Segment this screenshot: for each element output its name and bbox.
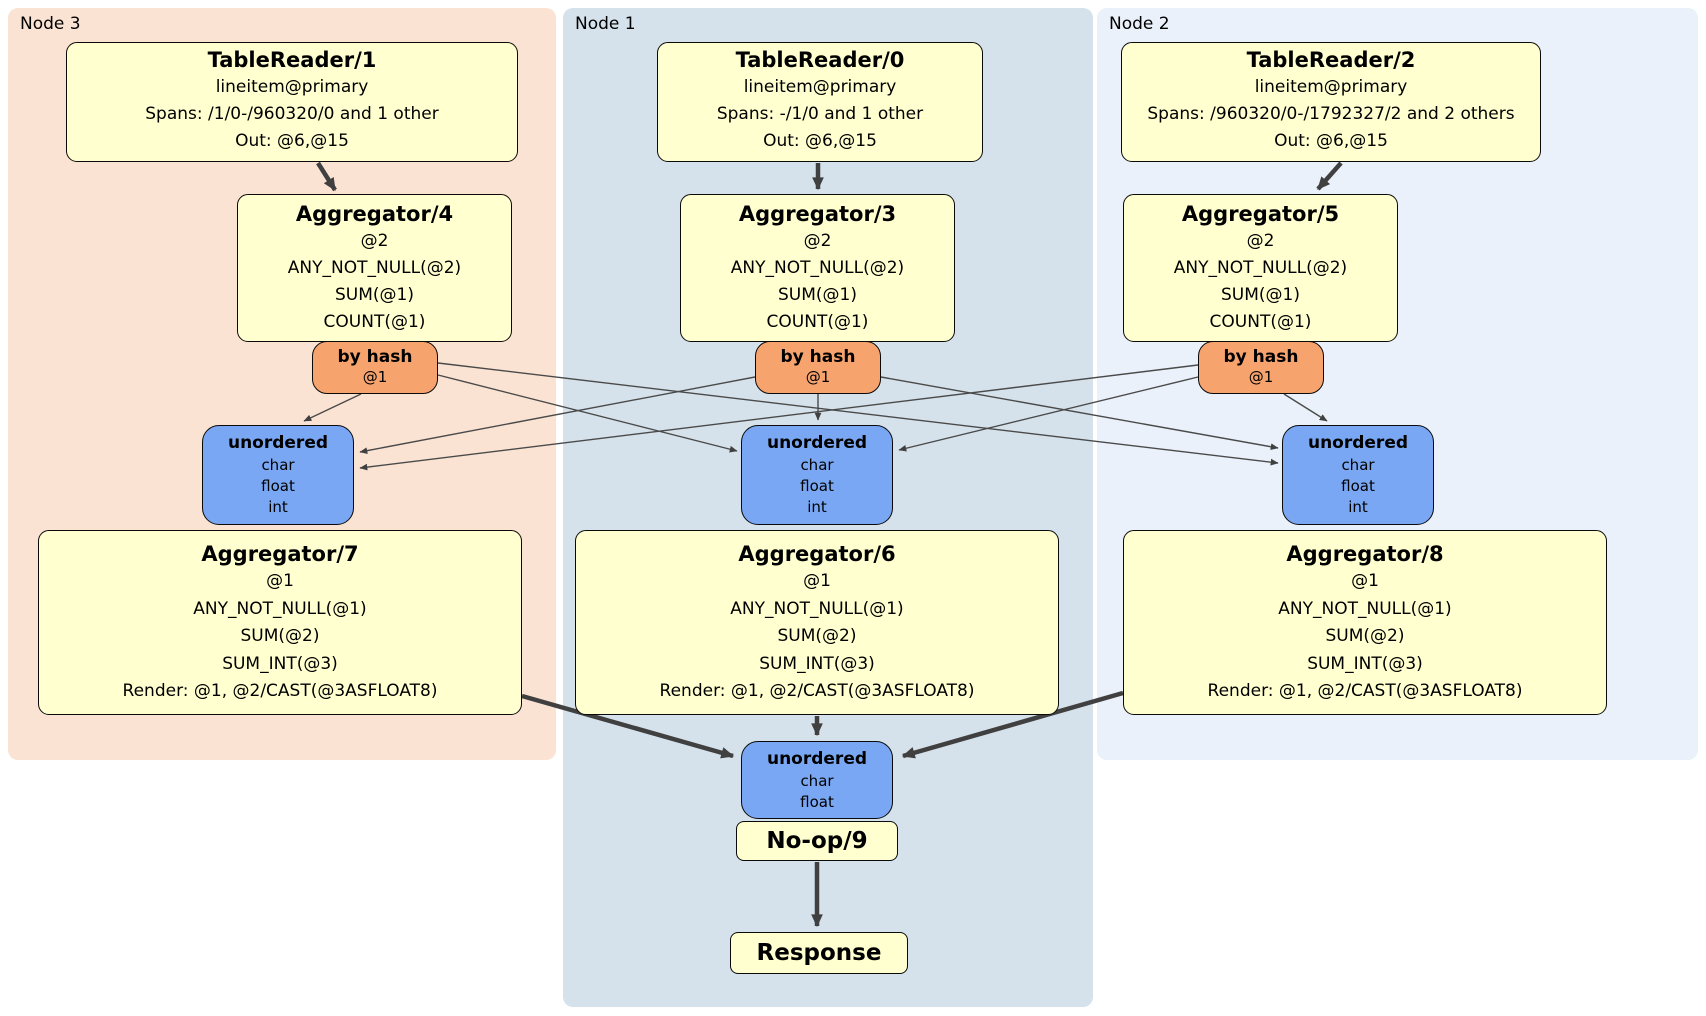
box-line: char	[261, 456, 295, 474]
box-line: float	[800, 793, 834, 811]
box-line: Out: @6,@15	[763, 131, 877, 151]
aggregator-box: Aggregator/7 @1 ANY_NOT_NULL(@1) SUM(@2)…	[38, 530, 522, 715]
hash-router-box: by hash @1	[1198, 341, 1324, 394]
node3-label: Node 3	[20, 14, 81, 34]
box-line: Spans: -/1/0 and 1 other	[716, 104, 924, 124]
aggregator-box: Aggregator/4 @2 ANY_NOT_NULL(@2) SUM(@1)…	[237, 194, 512, 342]
box-title: unordered	[766, 433, 868, 453]
box-line: ANY_NOT_NULL(@1)	[193, 598, 367, 619]
box-line: @2	[360, 231, 389, 251]
box-line: Render: @1, @2/CAST(@3ASFLOAT8)	[659, 681, 975, 701]
box-line: SUM_INT(@3)	[1307, 653, 1423, 674]
response-box: Response	[730, 932, 908, 974]
box-title: Aggregator/5	[1181, 202, 1340, 226]
box-title: by hash	[780, 347, 856, 367]
box-title: Aggregator/7	[201, 542, 359, 566]
box-line: char	[1341, 456, 1375, 474]
box-title: TableReader/0	[735, 48, 905, 72]
box-line: lineitem@primary	[1254, 77, 1408, 97]
box-title: unordered	[766, 749, 868, 769]
final-unordered-sync-box: unordered char float	[741, 741, 893, 819]
table-reader-box: TableReader/0 lineitem@primary Spans: -/…	[657, 42, 983, 162]
table-reader-box: TableReader/1 lineitem@primary Spans: /1…	[66, 42, 518, 162]
box-line: SUM_INT(@3)	[759, 653, 875, 674]
node1-label: Node 1	[575, 14, 636, 34]
box-line: float	[1341, 477, 1375, 495]
box-line: SUM(@1)	[778, 285, 857, 305]
box-line: lineitem@primary	[743, 77, 897, 97]
table-reader-box: TableReader/2 lineitem@primary Spans: /9…	[1121, 42, 1541, 162]
box-line: @2	[803, 231, 832, 251]
box-line: float	[261, 477, 295, 495]
box-line: ANY_NOT_NULL(@2)	[287, 258, 462, 278]
box-line: @1	[803, 571, 831, 591]
node2-label: Node 2	[1109, 14, 1170, 34]
box-line: int	[1348, 498, 1368, 516]
box-line: @1	[1351, 571, 1379, 591]
box-line: ANY_NOT_NULL(@1)	[1278, 598, 1452, 619]
box-line: Out: @6,@15	[235, 131, 349, 151]
box-title: unordered	[227, 433, 329, 453]
unordered-sync-box: unordered char float int	[202, 425, 354, 525]
box-title: unordered	[1307, 433, 1409, 453]
box-line: Out: @6,@15	[1274, 131, 1388, 151]
aggregator-box: Aggregator/5 @2 ANY_NOT_NULL(@2) SUM(@1)…	[1123, 194, 1398, 342]
box-line: float	[800, 477, 834, 495]
box-line: COUNT(@1)	[766, 312, 869, 332]
aggregator-box: Aggregator/8 @1 ANY_NOT_NULL(@1) SUM(@2)…	[1123, 530, 1607, 715]
box-line: @1	[805, 368, 831, 386]
box-line: @1	[362, 368, 388, 386]
box-line: SUM(@1)	[335, 285, 414, 305]
box-line: SUM(@2)	[777, 626, 857, 646]
box-title: TableReader/2	[1246, 48, 1416, 72]
box-line: int	[268, 498, 288, 516]
box-line: ANY_NOT_NULL(@2)	[1173, 258, 1348, 278]
box-line: SUM(@1)	[1221, 285, 1300, 305]
box-title: Response	[756, 939, 882, 966]
box-line: Spans: /1/0-/960320/0 and 1 other	[145, 104, 439, 124]
box-title: Aggregator/3	[738, 202, 897, 226]
noop-box: No-op/9	[736, 821, 898, 861]
box-line: @1	[266, 571, 294, 591]
box-line: Render: @1, @2/CAST(@3ASFLOAT8)	[1207, 681, 1523, 701]
box-line: COUNT(@1)	[1209, 312, 1312, 332]
box-line: ANY_NOT_NULL(@1)	[730, 598, 904, 619]
box-line: @1	[1248, 368, 1274, 386]
box-line: SUM(@2)	[1325, 626, 1405, 646]
box-title: Aggregator/8	[1286, 542, 1444, 566]
box-line: char	[800, 456, 834, 474]
box-title: No-op/9	[766, 827, 868, 854]
box-line: COUNT(@1)	[323, 312, 426, 332]
box-line: Spans: /960320/0-/1792327/2 and 2 others	[1147, 104, 1515, 124]
box-line: Render: @1, @2/CAST(@3ASFLOAT8)	[122, 681, 438, 701]
aggregator-box: Aggregator/3 @2 ANY_NOT_NULL(@2) SUM(@1)…	[680, 194, 955, 342]
unordered-sync-box: unordered char float int	[741, 425, 893, 525]
box-title: Aggregator/6	[738, 542, 896, 566]
box-title: by hash	[1223, 347, 1299, 367]
unordered-sync-box: unordered char float int	[1282, 425, 1434, 525]
hash-router-box: by hash @1	[312, 341, 438, 394]
box-line: ANY_NOT_NULL(@2)	[730, 258, 905, 278]
box-title: Aggregator/4	[295, 202, 454, 226]
hash-router-box: by hash @1	[755, 341, 881, 394]
box-title: by hash	[337, 347, 413, 367]
box-line: SUM_INT(@3)	[222, 653, 338, 674]
box-line: SUM(@2)	[240, 626, 320, 646]
box-title: TableReader/1	[207, 48, 377, 72]
aggregator-box: Aggregator/6 @1 ANY_NOT_NULL(@1) SUM(@2)…	[575, 530, 1059, 715]
box-line: lineitem@primary	[215, 77, 369, 97]
box-line: @2	[1246, 231, 1275, 251]
box-line: char	[800, 772, 834, 790]
box-line: int	[807, 498, 827, 516]
